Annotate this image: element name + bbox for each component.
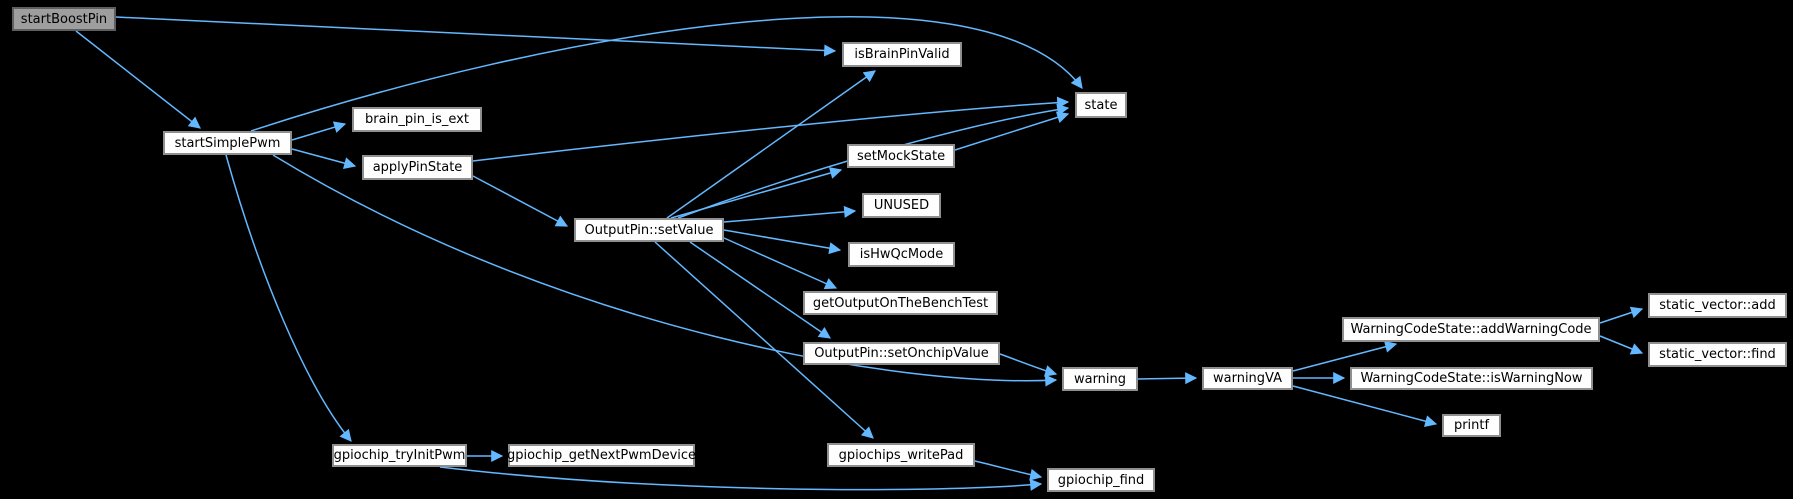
node-printf[interactable]: printf (1442, 414, 1501, 437)
node-gpiochip_tryInitPwm[interactable]: gpiochip_tryInitPwm (332, 444, 467, 467)
node-gpiochips_writePad[interactable]: gpiochips_writePad (827, 443, 975, 467)
node-startBoostPin[interactable]: startBoostPin (12, 7, 116, 31)
node-static_vector_find[interactable]: static_vector::find (1648, 342, 1787, 367)
node-isBrainPinValid[interactable]: isBrainPinValid (842, 42, 962, 67)
node-WarningCodeState_addWarningCode[interactable]: WarningCodeState::addWarningCode (1342, 317, 1600, 342)
node-gpiochip_getNextPwmDevice[interactable]: gpiochip_getNextPwmDevice (507, 444, 696, 467)
node-OutputPin_setValue[interactable]: OutputPin::setValue (574, 218, 724, 242)
node-setMockState[interactable]: setMockState (847, 144, 955, 168)
node-gpiochip_find[interactable]: gpiochip_find (1047, 468, 1155, 492)
node-warning[interactable]: warning (1062, 367, 1138, 391)
node-OutputPin_setOnchipValue[interactable]: OutputPin::setOnchipValue (803, 342, 1000, 365)
node-applyPinState[interactable]: applyPinState (362, 155, 473, 180)
node-WarningCodeState_isWarningNow[interactable]: WarningCodeState::isWarningNow (1350, 367, 1593, 390)
node-UNUSED[interactable]: UNUSED (862, 193, 941, 218)
node-static_vector_add[interactable]: static_vector::add (1648, 293, 1787, 318)
node-state[interactable]: state (1075, 92, 1127, 118)
node-warningVA[interactable]: warningVA (1202, 367, 1293, 390)
node-isHwQcMode[interactable]: isHwQcMode (848, 242, 955, 267)
node-startSimplePwm[interactable]: startSimplePwm (163, 131, 292, 155)
node-brain_pin_is_ext[interactable]: brain_pin_is_ext (352, 107, 482, 132)
node-getOutputOnTheBenchTest[interactable]: getOutputOnTheBenchTest (803, 291, 998, 315)
